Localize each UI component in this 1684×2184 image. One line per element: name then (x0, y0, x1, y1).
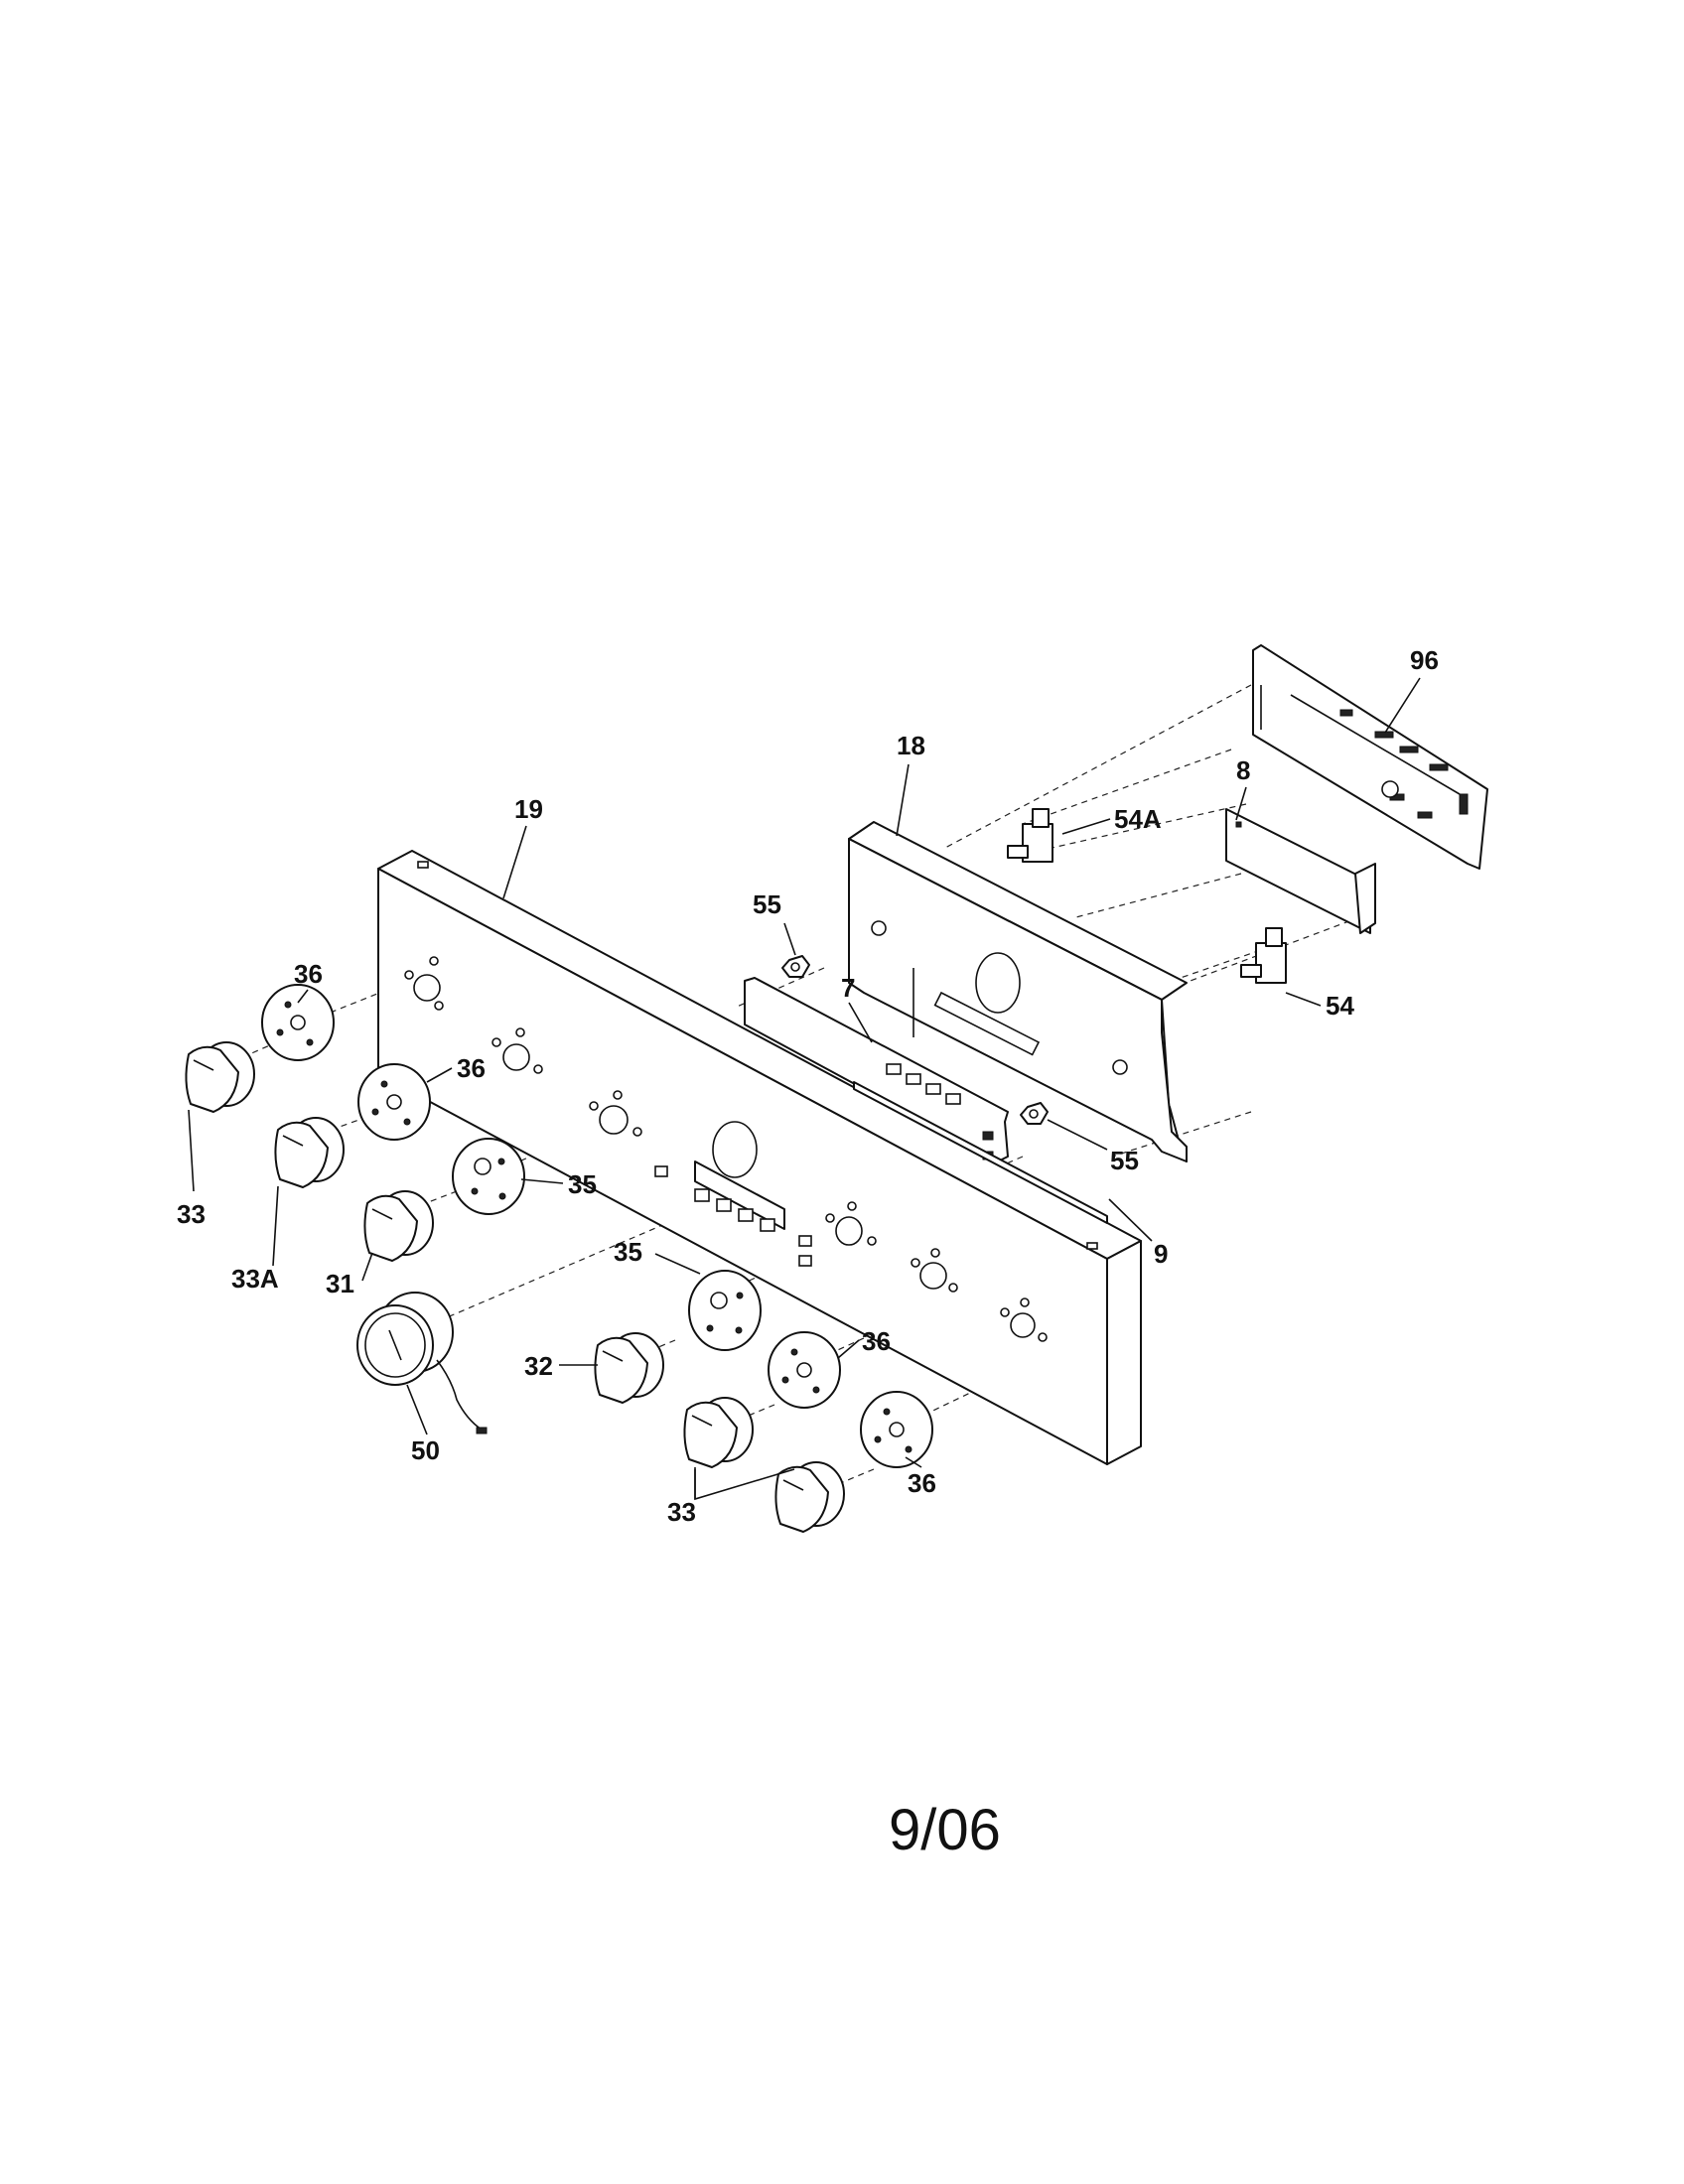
callout-35-left: 35 (568, 1169, 597, 1199)
date-code: 9/06 (889, 1798, 1001, 1862)
callout-36-right-mid: 36 (862, 1326, 891, 1356)
switch-bracket-7 (744, 977, 1009, 1162)
nut-55-lower (1020, 1102, 1049, 1125)
bezel-35-left (452, 1138, 525, 1215)
callout-19: 19 (514, 794, 543, 824)
knob-32 (594, 1332, 664, 1404)
strip-9 (853, 1081, 1108, 1224)
callout-8: 8 (1236, 755, 1250, 785)
leader-lines (188, 677, 1421, 1501)
knob-31 (363, 1190, 434, 1262)
nut-55-upper (781, 955, 810, 978)
meter-50 (356, 1292, 488, 1434)
bezel-36-right-mid (768, 1331, 841, 1409)
callout-50: 50 (411, 1435, 440, 1465)
callout-36-left-top: 36 (294, 959, 323, 989)
board-8 (1225, 808, 1376, 934)
callout-54: 54 (1326, 991, 1354, 1021)
callout-31: 31 (326, 1269, 354, 1298)
callout-55-upper: 55 (753, 889, 781, 919)
knob-33-right-lower (774, 1461, 845, 1533)
callout-36-right-bottom: 36 (908, 1468, 936, 1498)
callout-96: 96 (1410, 645, 1439, 675)
callout-33-left: 33 (177, 1199, 206, 1229)
control-54A (1007, 808, 1053, 863)
callout-36-left-mid: 36 (457, 1053, 486, 1083)
knob-33-left (185, 1041, 255, 1113)
bezel-36-left-mid (357, 1063, 431, 1141)
knob-33-right-upper (683, 1397, 754, 1468)
bezel-36-right-bottom (860, 1391, 933, 1468)
callout-35-right: 35 (614, 1237, 642, 1267)
control-panel-19 (377, 850, 1142, 1465)
bezel-36-left-top (261, 984, 335, 1061)
callout-55-lower: 55 (1110, 1146, 1139, 1175)
control-54 (1240, 927, 1287, 984)
bezel-35-right (688, 1270, 762, 1351)
callout-18: 18 (897, 731, 925, 760)
callout-54A: 54A (1114, 804, 1162, 834)
circuit-board-96 (1252, 644, 1488, 870)
callout-7: 7 (841, 973, 855, 1003)
callout-33-right: 33 (667, 1497, 696, 1527)
callout-labels: 96 18 54A 8 19 55 7 54 36 36 55 35 33 9 … (177, 645, 1439, 1527)
rear-bracket-18 (848, 821, 1188, 1162)
callout-32: 32 (524, 1351, 553, 1381)
callout-33A: 33A (231, 1264, 279, 1294)
callout-9: 9 (1154, 1239, 1168, 1269)
panel-keypad-window (654, 1160, 812, 1267)
panel-knob-openings (404, 956, 1048, 1342)
knob-33A (274, 1117, 345, 1188)
